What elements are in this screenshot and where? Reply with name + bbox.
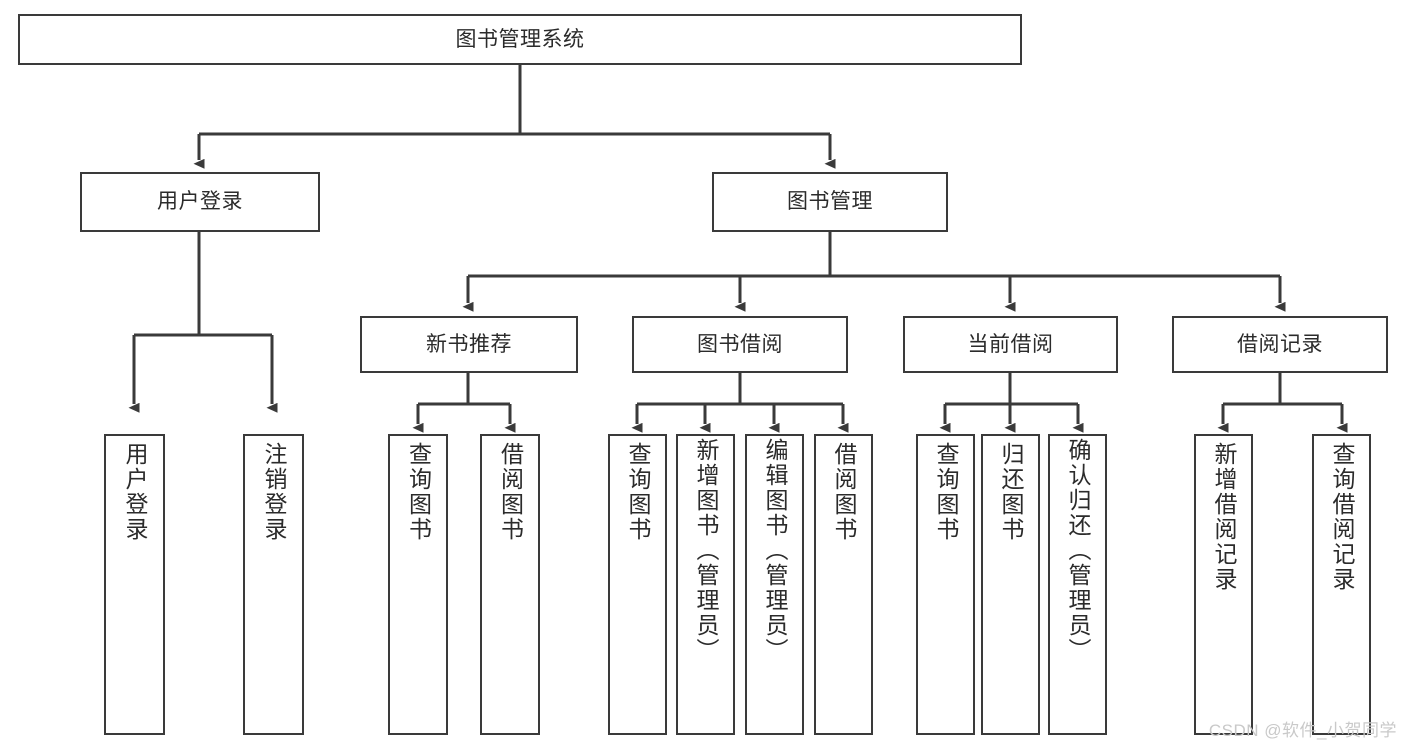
leaf-borrow-book-2[interactable]: 借阅图书	[814, 434, 873, 735]
leaf-query-record-label: 查询借阅记录	[1329, 442, 1355, 592]
leaf-edit-book[interactable]: 编辑图书（管理员）	[745, 434, 804, 735]
leaf-add-record-label: 新增借阅记录	[1211, 442, 1237, 592]
leaf-user-login[interactable]: 用户登录	[104, 434, 165, 735]
leaf-query-book-3-label: 查询图书	[933, 442, 959, 542]
node-book-borrow[interactable]: 图书借阅	[632, 316, 848, 373]
leaf-add-book-label: 新增图书（管理员）	[693, 438, 719, 663]
node-root[interactable]: 图书管理系统	[18, 14, 1022, 65]
leaf-query-book-3[interactable]: 查询图书	[916, 434, 975, 735]
leaf-edit-book-label: 编辑图书（管理员）	[762, 438, 788, 663]
node-book-manage-label: 图书管理	[787, 190, 873, 214]
leaf-borrow-book-1-label: 借阅图书	[497, 442, 524, 542]
leaf-borrow-book-1[interactable]: 借阅图书	[480, 434, 540, 735]
node-current-borrow-label: 当前借阅	[967, 332, 1054, 356]
node-borrow-record[interactable]: 借阅记录	[1172, 316, 1388, 373]
leaf-query-book-2[interactable]: 查询图书	[608, 434, 667, 735]
leaf-add-record[interactable]: 新增借阅记录	[1194, 434, 1253, 735]
node-user-login[interactable]: 用户登录	[80, 172, 320, 232]
leaf-confirm-return-label: 确认归还（管理员）	[1065, 438, 1091, 663]
leaf-user-login-label: 用户登录	[122, 442, 148, 542]
leaf-query-record[interactable]: 查询借阅记录	[1312, 434, 1371, 735]
node-book-borrow-label: 图书借阅	[697, 332, 783, 356]
node-new-book-rec-label: 新书推荐	[426, 332, 512, 356]
leaf-confirm-return[interactable]: 确认归还（管理员）	[1048, 434, 1107, 735]
node-new-book-rec[interactable]: 新书推荐	[360, 316, 578, 373]
node-book-manage[interactable]: 图书管理	[712, 172, 948, 232]
leaf-add-book[interactable]: 新增图书（管理员）	[676, 434, 735, 735]
node-borrow-record-label: 借阅记录	[1237, 332, 1323, 356]
node-root-label: 图书管理系统	[455, 27, 585, 51]
leaf-query-book-1-label: 查询图书	[405, 442, 432, 542]
leaf-query-book-1[interactable]: 查询图书	[388, 434, 448, 735]
leaf-query-book-2-label: 查询图书	[625, 442, 651, 542]
node-current-borrow[interactable]: 当前借阅	[903, 316, 1118, 373]
leaf-return-book-label: 归还图书	[998, 442, 1024, 542]
leaf-borrow-book-2-label: 借阅图书	[831, 442, 857, 542]
leaf-logout[interactable]: 注销登录	[243, 434, 304, 735]
leaf-return-book[interactable]: 归还图书	[981, 434, 1040, 735]
node-user-login-label: 用户登录	[157, 190, 243, 214]
leaf-logout-label: 注销登录	[261, 442, 287, 542]
